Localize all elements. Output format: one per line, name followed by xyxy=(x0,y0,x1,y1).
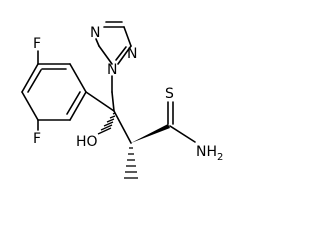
atom-label-hydroxyl: HO xyxy=(76,134,98,150)
bond-ring-to-quaternary-carbon xyxy=(85,91,115,112)
wedge-bond-methine-to-thioamide xyxy=(131,124,170,143)
atom-label-amide-nh: NH xyxy=(196,144,217,160)
atom-label-triazole-n2: N xyxy=(90,25,100,41)
bond-c-nh2 xyxy=(169,125,196,143)
chemical-structure-diagram: F F N N N HO S NH2 xyxy=(21,21,223,179)
hashed-bond-methyl xyxy=(124,147,138,179)
atom-label-sulfur: S xyxy=(165,86,174,102)
ring-double-bond-3 xyxy=(27,69,42,93)
triazole-bond-2 xyxy=(95,38,100,47)
ring-bond-2 xyxy=(69,63,87,93)
triazole-bond-5 xyxy=(117,45,132,65)
ring-bond-5 xyxy=(21,91,39,121)
atom-label-triazole-n1: N xyxy=(107,62,117,78)
bond-quaternary-to-methylene xyxy=(111,91,115,112)
bond-quaternary-to-methine xyxy=(113,110,132,144)
atom-label-fluorine-top: F xyxy=(33,36,41,52)
triazole-bond-1 xyxy=(98,45,113,65)
difluorophenyl-ring xyxy=(21,63,87,121)
triazole-ring xyxy=(95,21,132,65)
atom-label-fluorine-bottom: F xyxy=(33,131,41,147)
hashed-bond-hydroxyl xyxy=(97,112,116,135)
ring-bond-3 xyxy=(69,91,87,121)
atom-label-amide-subscript: 2 xyxy=(217,152,223,163)
triazole-bond-4 xyxy=(123,26,132,47)
atom-label-amide-nh2: NH2 xyxy=(196,144,223,163)
ring-bond-6 xyxy=(21,63,39,93)
triazole-double-bond-2 xyxy=(115,46,127,61)
atom-label-triazole-n3: N xyxy=(127,46,137,62)
ring-double-bond-2 xyxy=(66,91,81,115)
